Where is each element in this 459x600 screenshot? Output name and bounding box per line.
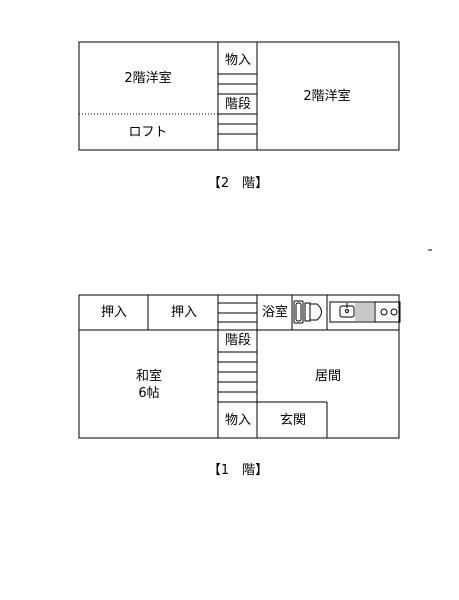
- room-oshiire-1: 押入: [100, 305, 128, 320]
- room-closet-2f: 物入: [224, 53, 252, 68]
- room-closet-1f: 物入: [224, 413, 252, 428]
- floor2-outline: [78, 41, 400, 151]
- bathtub-icon: [293, 300, 304, 324]
- room-stairs-1f: 階段: [224, 333, 252, 348]
- room-western-right: 2階洋室: [303, 89, 351, 104]
- toilet-icon: [304, 302, 322, 322]
- room-western-left: 2階洋室: [124, 71, 172, 86]
- sink-icon: [339, 303, 355, 318]
- room-bath: 浴室: [261, 305, 289, 320]
- floor2-caption: 【2 階】: [207, 176, 269, 191]
- room-entrance: 玄関: [279, 413, 307, 428]
- room-living: 居間: [314, 369, 342, 384]
- room-washitsu-size: 6帖: [138, 386, 160, 401]
- stove-icon: [380, 308, 398, 316]
- floor1-outline: [78, 294, 400, 439]
- floor1-caption: 【1 階】: [207, 463, 269, 478]
- room-stairs-2f: 階段: [224, 97, 252, 112]
- kitchen-counter-fill: [355, 303, 374, 321]
- room-washitsu: 和室: [135, 369, 163, 384]
- kitchen-counter: [329, 301, 401, 323]
- room-oshiire-2: 押入: [170, 305, 198, 320]
- room-loft: ロフト: [128, 125, 168, 140]
